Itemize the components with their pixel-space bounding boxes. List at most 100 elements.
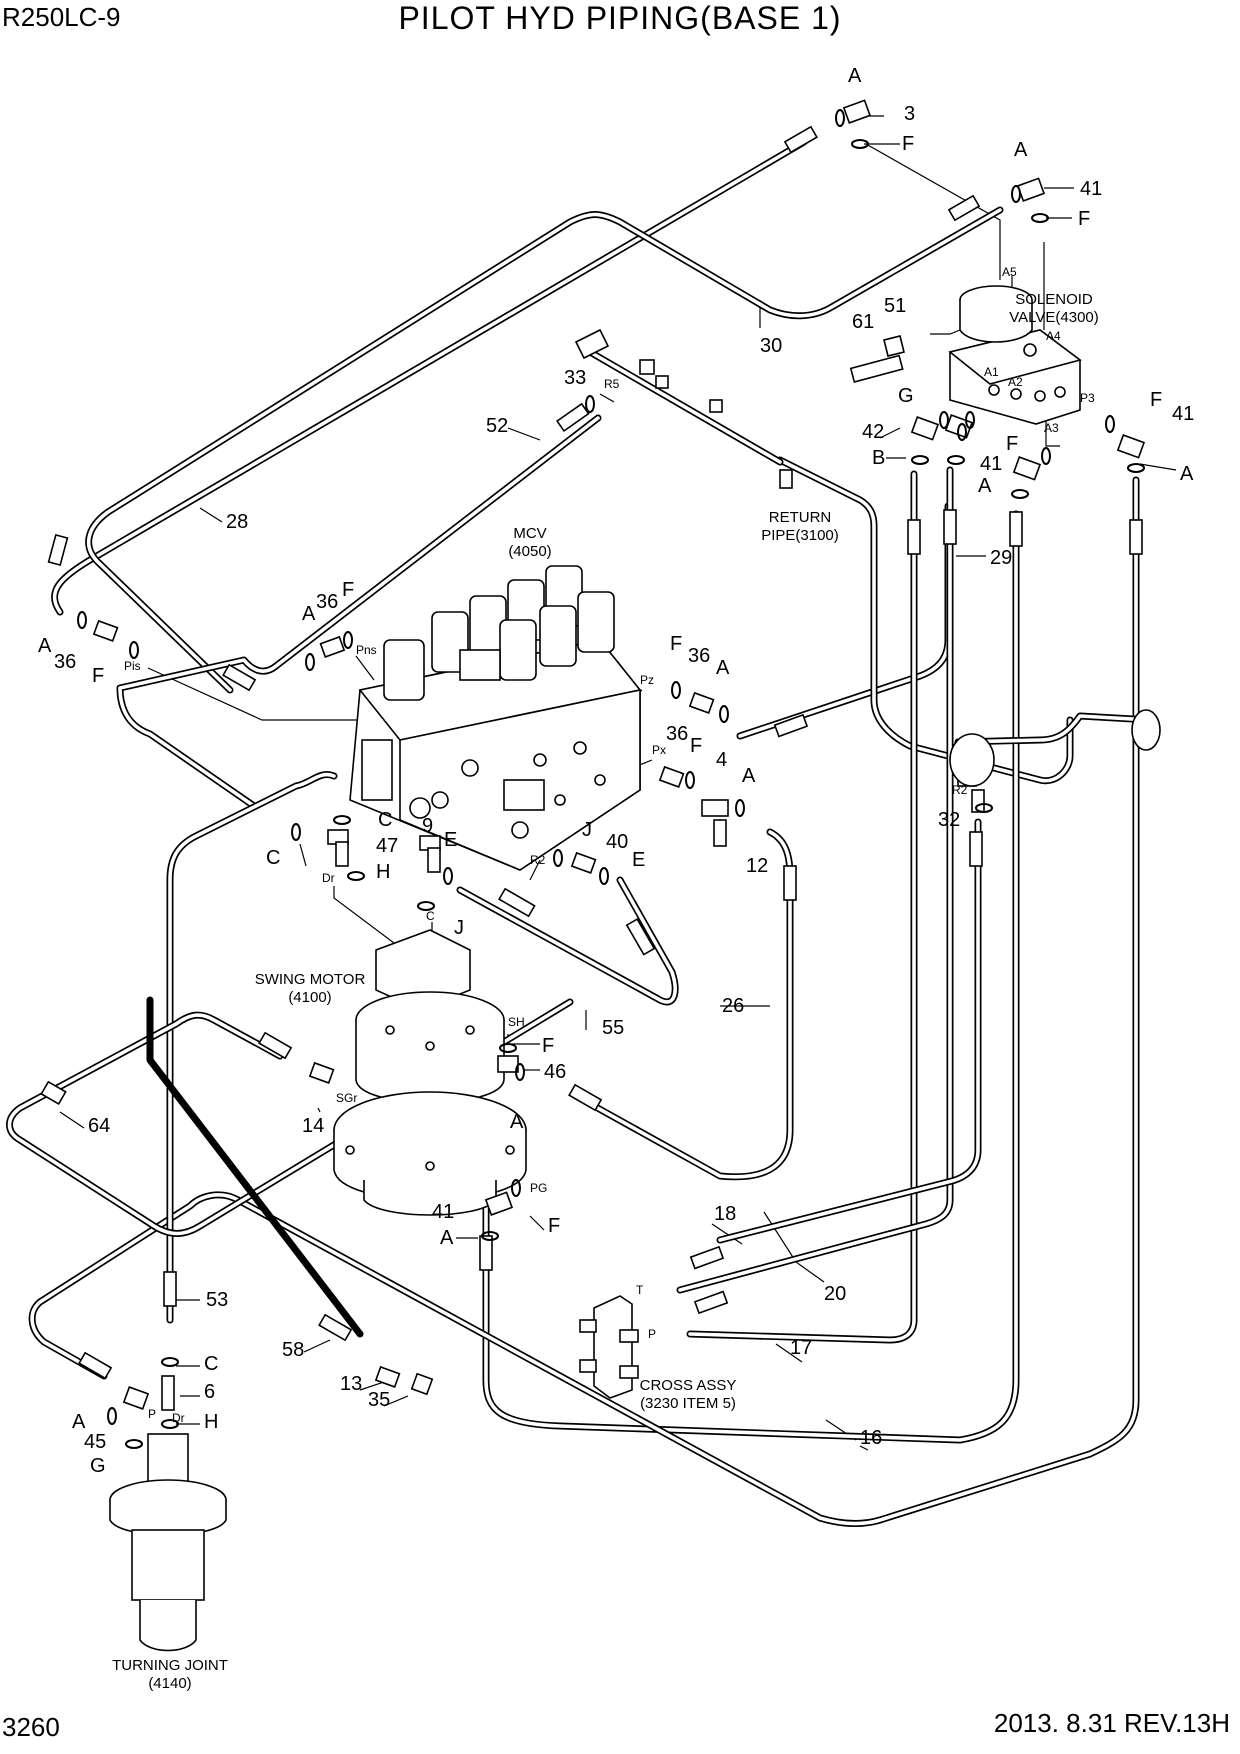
callout-label-60: 58 <box>282 1339 304 1361</box>
callout-label-18: F <box>1150 389 1162 411</box>
callout-label-21: 29 <box>990 547 1012 569</box>
callout-label-58: 20 <box>824 1283 846 1305</box>
callout-label-49: F <box>542 1035 554 1057</box>
port-label-17: PG <box>530 1181 547 1195</box>
callout-label-52: 64 <box>88 1115 110 1137</box>
return-pipe-caption-1: RETURN <box>769 509 832 526</box>
port-label-15: SH <box>508 1015 525 1029</box>
callout-label-50: 46 <box>544 1061 566 1083</box>
port-label-10: Px <box>652 743 666 757</box>
callout-label-30: A <box>716 657 730 679</box>
callout-label-1: 3 <box>904 103 915 125</box>
callout-label-11: 28 <box>226 511 248 533</box>
callout-label-33: 4 <box>716 749 727 771</box>
port-label-11: R2 <box>952 783 968 797</box>
callout-label-61: 17 <box>790 1337 812 1359</box>
callout-label-42: C <box>266 847 280 869</box>
port-label-21: Dr <box>172 1411 185 1425</box>
callout-label-69: G <box>90 1455 106 1477</box>
callout-label-45: 12 <box>746 855 768 877</box>
callout-label-6: 30 <box>760 335 782 357</box>
callout-label-47: 26 <box>722 995 744 1017</box>
o-rings <box>77 109 1145 1449</box>
port-label-7: Pns <box>356 643 377 657</box>
swing-motor <box>333 929 527 1216</box>
callout-label-23: 36 <box>316 591 338 613</box>
callout-label-39: 40 <box>606 831 628 853</box>
callout-label-68: 45 <box>84 1431 106 1453</box>
turning-joint-caption-1: TURNING JOINT <box>112 1657 228 1674</box>
callout-label-70: 16 <box>860 1427 882 1449</box>
callout-label-10: 52 <box>486 415 508 437</box>
port-label-0: A5 <box>1002 265 1017 279</box>
callout-label-26: 36 <box>54 651 76 673</box>
solenoid-valve-caption-2: VALVE(4300) <box>1009 309 1099 326</box>
callout-label-0: A <box>848 65 862 87</box>
port-label-4: P3 <box>1080 391 1095 405</box>
callout-label-20: A <box>1180 463 1194 485</box>
callout-label-53: 14 <box>302 1115 324 1137</box>
callout-label-31: 36 <box>666 723 688 745</box>
callout-label-2: F <box>902 133 914 155</box>
callout-label-67: H <box>204 1411 218 1433</box>
callout-label-9: 33 <box>564 367 586 389</box>
callout-label-65: 6 <box>204 1381 215 1403</box>
port-label-5: A3 <box>1044 421 1059 435</box>
callout-label-16: 41 <box>980 453 1002 475</box>
callout-label-63: 13 <box>340 1373 362 1395</box>
callout-label-27: F <box>92 665 104 687</box>
callout-label-35: C <box>378 809 392 831</box>
model-number: R250LC-9 <box>2 2 121 32</box>
port-label-12: Dr <box>322 871 335 885</box>
callout-label-57: 18 <box>714 1203 736 1225</box>
return-pipe-caption-2: PIPE(3100) <box>761 527 839 544</box>
fittings <box>40 99 1161 1410</box>
port-label-13: R2 <box>530 853 546 867</box>
pipes <box>6 138 1154 1528</box>
turning-joint <box>109 1375 227 1652</box>
return-pipe <box>574 328 793 489</box>
callout-label-25: A <box>38 635 52 657</box>
page-number: 3260 <box>2 1712 60 1742</box>
callout-label-44: H <box>376 861 390 883</box>
cross-assy-caption-2: (3230 ITEM 5) <box>640 1395 736 1412</box>
callout-label-51: A <box>510 1111 524 1133</box>
callout-label-17: A <box>978 475 992 497</box>
port-label-2: A1 <box>984 365 999 379</box>
solenoid-valve <box>849 285 1082 425</box>
callout-label-34: A <box>742 765 756 787</box>
callout-label-15: F <box>1006 433 1018 455</box>
callout-label-19: 41 <box>1172 403 1194 425</box>
callout-label-5: F <box>1078 208 1090 230</box>
port-label-8: Pis <box>124 659 141 673</box>
mcv-caption-2: (4050) <box>508 543 551 560</box>
callout-label-56: A <box>440 1227 454 1249</box>
mcv-caption-1: MCV <box>513 525 546 542</box>
port-label-3: A2 <box>1008 375 1023 389</box>
callout-label-29: 36 <box>688 645 710 667</box>
port-label-16: SGr <box>336 1091 357 1105</box>
cross-assy-caption-1: CROSS ASSY <box>640 1377 737 1394</box>
swing-motor-caption-2: (4100) <box>288 989 331 1006</box>
callout-label-12: G <box>898 385 914 407</box>
port-label-20: P <box>148 1407 156 1421</box>
callout-label-7: 61 <box>852 311 874 333</box>
port-label-19: P <box>648 1327 656 1341</box>
mcv-body <box>349 565 642 871</box>
callout-label-3: A <box>1014 139 1028 161</box>
callout-label-43: 47 <box>376 835 398 857</box>
callout-label-13: 42 <box>862 421 884 443</box>
callout-label-14: B <box>872 447 885 469</box>
callout-label-54: 41 <box>432 1201 454 1223</box>
revision-date: 2013. 8.31 REV.13H <box>993 1708 1230 1738</box>
callout-label-32: F <box>690 735 702 757</box>
turning-joint-caption-2: (4140) <box>148 1675 191 1692</box>
port-label-1: A4 <box>1046 329 1061 343</box>
leader-lines <box>59 115 1177 1451</box>
swing-motor-caption-1: SWING MOTOR <box>255 971 366 988</box>
cross-assy <box>579 1295 639 1399</box>
callout-label-41: 32 <box>938 809 960 831</box>
callout-label-22: A <box>302 603 316 625</box>
callout-label-64: 35 <box>368 1389 390 1411</box>
